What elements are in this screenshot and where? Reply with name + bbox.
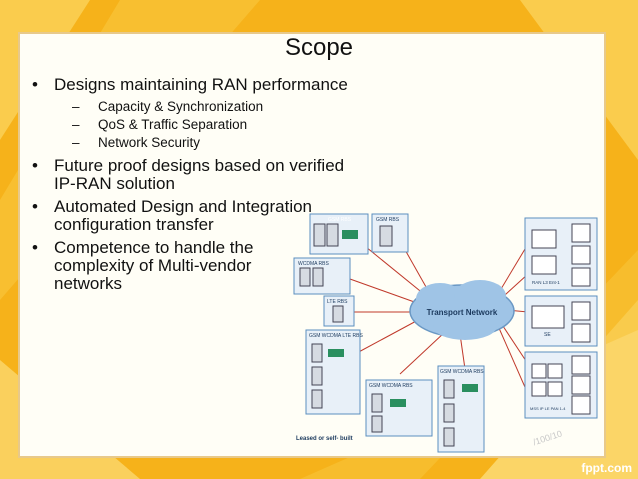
site-label: GSM WCDMA RBS [369, 383, 413, 389]
bullet-text: Future proof designs based on verified I… [54, 156, 345, 193]
site-gsm-rbs-1: GSM RBS [309, 213, 369, 255]
core-label: RAN L3 Ent-1 [532, 280, 560, 285]
site-label: GSM RBS [328, 217, 352, 223]
site-label: WCDMA RBS [298, 261, 330, 267]
cloud-label: Transport Network [427, 308, 498, 317]
connection-lines [349, 231, 529, 395]
site-label: GSM WCDMA LTE RBS [309, 333, 363, 339]
slide-title: Scope [284, 34, 354, 61]
bullet-item: Competence to handle the complexity of M… [30, 239, 254, 293]
diagram-note: Leased or self- built [296, 436, 353, 442]
core-ran-l3: RAN L3 Ent-1 [524, 217, 598, 291]
sub-bullet-list: Capacity & Synchronization QoS & Traffic… [54, 98, 370, 152]
transport-network-cloud: Transport Network [409, 280, 515, 340]
sub-bullet-item: Capacity & Synchronization [70, 98, 370, 116]
site-gsm-rbs-2: GSM RBS [371, 213, 409, 253]
core-mss: MSS IP LE PAN 1-4 [524, 351, 598, 419]
footer-brand: fppt.com [581, 461, 632, 475]
core-label: MSS IP LE PAN 1-4 [530, 406, 566, 411]
diagram-stamp: /100/10 [532, 428, 564, 447]
bullet-item: Future proof designs based on verified I… [30, 157, 354, 193]
site-label: GSM RBS [376, 217, 400, 223]
sub-bullet-item: QoS & Traffic Separation [70, 116, 370, 134]
site-label: LTE RBS [327, 299, 348, 305]
site-label: GSM WCDMA RBS [440, 369, 484, 375]
bullet-text: Automated Design and Integration configu… [54, 197, 313, 234]
bullet-list: Designs maintaining RAN performance Capa… [30, 76, 370, 298]
site-lte-rbs: LTE RBS [323, 295, 355, 327]
site-gsm-wcdma-rbs-1: GSM WCDMA RBS [365, 379, 433, 437]
sub-bullet-item: Network Security [70, 134, 370, 152]
bullet-text: Competence to handle the complexity of M… [54, 238, 254, 293]
bullet-item: Designs maintaining RAN performance Capa… [30, 75, 370, 153]
site-wcdma-rbs: WCDMA RBS [293, 257, 351, 295]
network-diagram: Transport Network GSM RBS GSM RBS WCDMA … [293, 213, 598, 453]
bullet-item: Automated Design and Integration configu… [30, 198, 324, 234]
site-gsm-wcdma-lte-rbs: GSM WCDMA LTE RBS [305, 329, 363, 415]
bullet-text: Designs maintaining RAN performance [54, 75, 348, 94]
core-label: SE [544, 332, 551, 338]
core-se: SE [524, 295, 598, 347]
site-gsm-wcdma-rbs-2: GSM WCDMA RBS [437, 365, 485, 453]
